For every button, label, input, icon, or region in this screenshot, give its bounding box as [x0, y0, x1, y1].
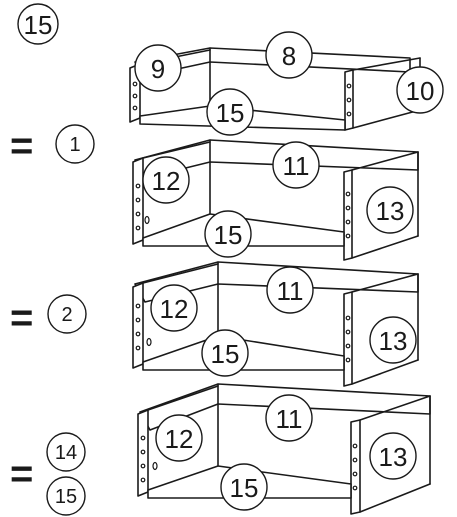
part-number-label: 2	[61, 304, 72, 326]
drawer-4-left-callout: 12	[155, 414, 203, 462]
part-number-label: 15	[216, 98, 245, 128]
drawer-1-back-callout: 8	[265, 31, 313, 79]
part-number-label: =	[10, 124, 33, 168]
part-number-label: 13	[376, 196, 405, 226]
part-number-label: 15	[230, 473, 259, 503]
drawer-2-back-callout: 11	[272, 141, 320, 189]
step-1-reference: = 1	[10, 124, 95, 168]
drawer-1: 8 9 10 15	[129, 31, 444, 136]
part-number-label: 12	[152, 166, 181, 196]
part-number-label: 14	[55, 442, 77, 464]
header-part-label: 15	[24, 10, 53, 40]
part-number-label: =	[10, 296, 33, 340]
part-number-label: 8	[282, 41, 296, 71]
drawer-2-bottom-callout: 15	[204, 210, 252, 258]
part-number-label: 11	[277, 276, 304, 306]
part-number-label: 1	[69, 134, 80, 156]
drawer-4-bottom-callout: 15	[220, 463, 268, 511]
drawer-2-left-callout: 12	[142, 156, 190, 204]
part-number-label: 15	[214, 220, 243, 250]
part-number-label: 15	[55, 486, 77, 508]
part-number-label: =	[10, 452, 33, 496]
part-number-label: 11	[283, 151, 310, 181]
drawer-3-left-callout: 12	[150, 284, 198, 332]
drawer-4-right-callout: 13	[369, 432, 417, 480]
part-number-label: 15	[211, 339, 240, 369]
drawer-2: 11 12 13 15	[132, 139, 419, 261]
drawer-3-bottom-callout: 15	[201, 329, 249, 377]
part-number-label: 13	[379, 326, 408, 356]
drawer-3-left-panel	[132, 282, 144, 369]
drawer-4-right-panel	[350, 419, 361, 515]
drawer-4: 11 12 13 15	[137, 383, 431, 515]
drawer-3: 11 12 13 15	[132, 261, 419, 387]
header-part-callout: 15	[17, 3, 59, 45]
drawer-1-bottom-callout: 15	[206, 88, 254, 136]
step-2-reference: = 2	[10, 294, 87, 340]
drawer-1-left-callout: 9	[134, 44, 182, 92]
drawer-2-right-callout: 13	[366, 186, 414, 234]
part-number-label: 9	[151, 54, 165, 84]
drawer-3-back-callout: 11	[266, 266, 314, 314]
drawer-2-right-panel	[343, 169, 353, 261]
drawer-1-right-callout: 10	[396, 66, 444, 114]
step-3-reference: = 14 15	[10, 432, 86, 516]
part-number-label: 12	[165, 424, 194, 454]
part-number-label: 10	[406, 76, 435, 106]
part-number-label: 13	[379, 442, 408, 472]
part-number-label: 11	[276, 404, 303, 434]
drawer-3-right-panel	[343, 291, 353, 387]
drawer-3-right-callout: 13	[369, 316, 417, 364]
drawer-4-back-callout: 11	[265, 394, 313, 442]
part-number-label: 12	[160, 294, 189, 324]
